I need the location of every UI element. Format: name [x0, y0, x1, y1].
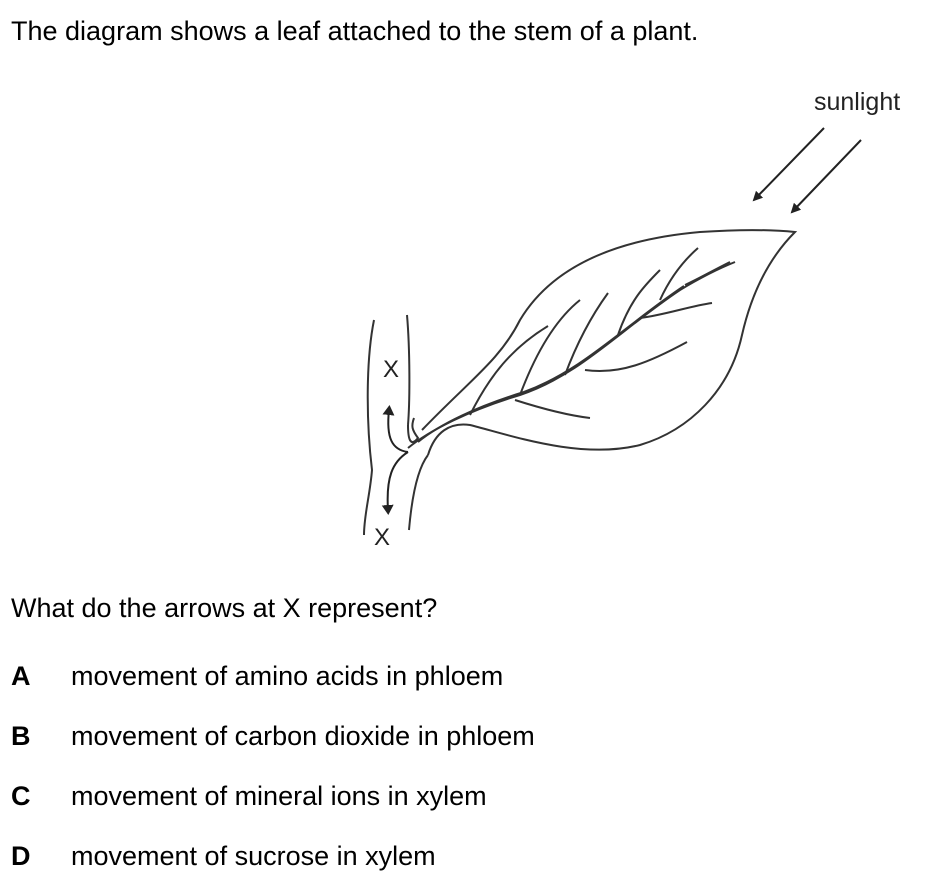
option-letter: A — [11, 661, 31, 691]
leaf — [407, 229, 798, 456]
option-text: movement of mineral ions in xylem — [71, 781, 487, 811]
leaf-stem-diagram: sunlight X X — [363, 88, 900, 551]
sunlight-label: sunlight — [814, 88, 900, 116]
option-text: movement of sucrose in xylem — [71, 841, 436, 871]
leaf-veins — [469, 247, 731, 419]
x-arrow-up — [382, 405, 409, 453]
sunlight-arrow-2 — [790, 139, 862, 214]
sunlight-arrow-1 — [752, 127, 825, 202]
leaf-outline — [421, 229, 798, 456]
option-letter: D — [11, 841, 31, 871]
x-label-lower: X — [374, 524, 390, 551]
question-text: What do the arrows at X represent? — [11, 593, 438, 623]
x-arrow-down — [381, 451, 409, 515]
plant-stem — [363, 314, 429, 536]
question-stem: The diagram shows a leaf attached to the… — [11, 16, 699, 46]
x-label-upper: X — [383, 356, 399, 383]
sunlight-arrows — [752, 127, 862, 214]
x-arrows — [381, 405, 409, 515]
option-letter: C — [11, 781, 31, 811]
option-text: movement of carbon dioxide in phloem — [71, 721, 535, 751]
leaf-midrib — [407, 261, 736, 449]
option-text: movement of amino acids in phloem — [71, 661, 504, 691]
option-letter: B — [11, 721, 31, 751]
